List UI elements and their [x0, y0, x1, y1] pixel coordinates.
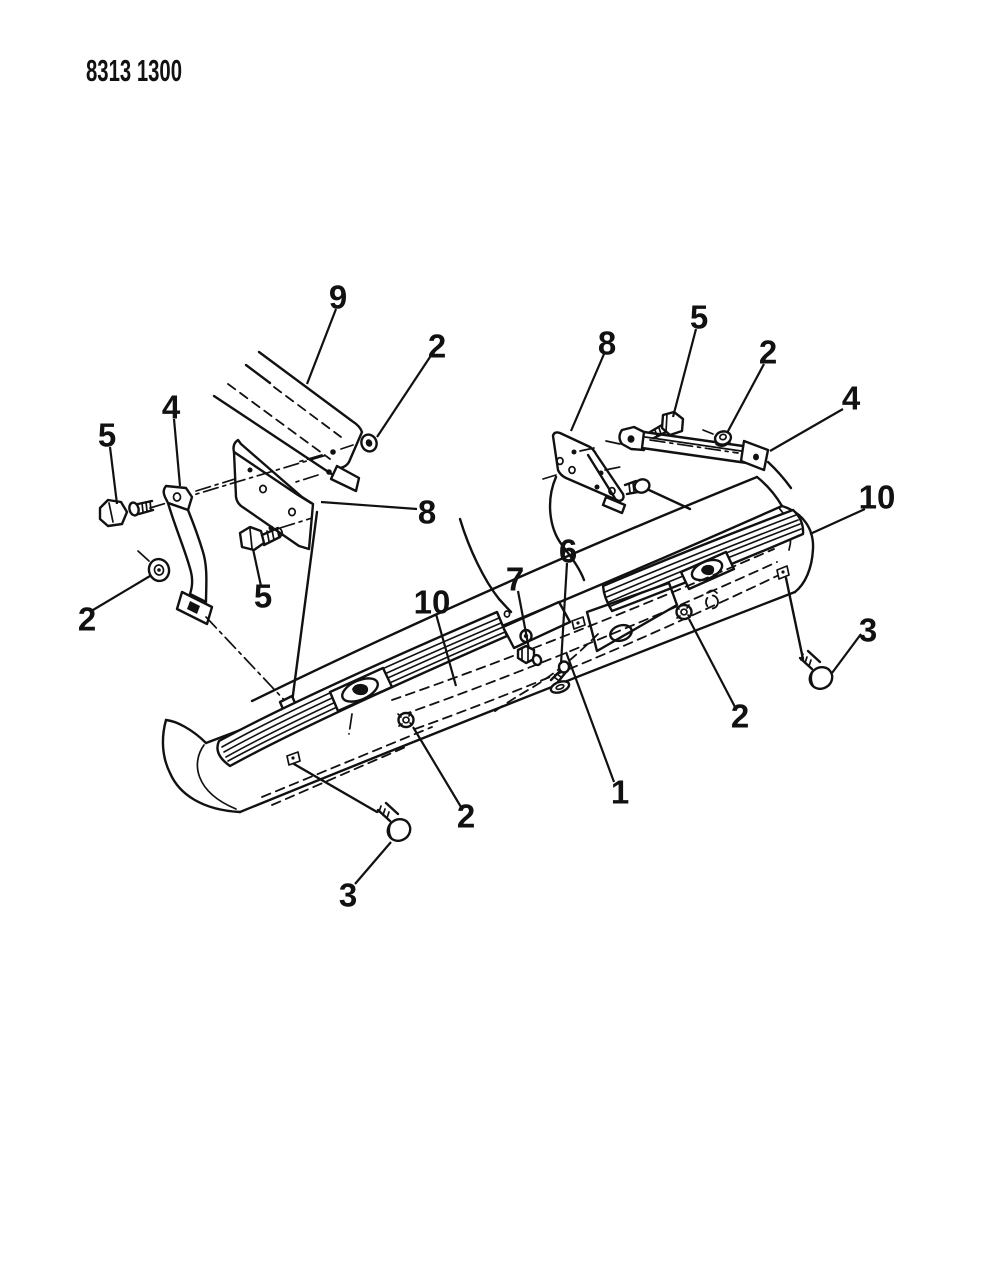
- callout-leader-line: [320, 500, 418, 511]
- carriage-bolt-right: [784, 576, 834, 691]
- callout-number: 5: [98, 417, 116, 454]
- callout-number: 4: [842, 380, 861, 417]
- bumper-face-bar: [161, 475, 815, 814]
- callout-3: 3: [339, 841, 392, 914]
- callout-number: 2: [759, 334, 777, 371]
- callout-leader-line: [412, 726, 462, 808]
- callout-number: 2: [428, 328, 446, 365]
- callout-leader-line: [559, 562, 569, 665]
- carriage-bolt-left: [292, 762, 412, 843]
- callout-number: 6: [559, 533, 577, 570]
- callout-1: 1: [564, 651, 629, 811]
- callout-2: 2: [726, 334, 777, 434]
- nut-face-left: [397, 711, 415, 729]
- callout-leader-line: [516, 590, 531, 650]
- license-lamp-left: [328, 666, 394, 735]
- callout-5: 5: [98, 417, 119, 505]
- callout-number: 2: [731, 698, 749, 735]
- callout-4: 4: [769, 380, 861, 452]
- washer-lower-left: [137, 550, 171, 583]
- callout-10: 10: [414, 584, 458, 687]
- washer-channel: [360, 433, 378, 453]
- callout-10: 10: [809, 479, 896, 536]
- callout-2: 2: [412, 726, 475, 835]
- callout-layer: 9 2 4 5 8 5 2 8 5 2 4 10 3 2 67 10 1 2 3: [78, 279, 896, 914]
- frame-rail-channel: [195, 350, 364, 493]
- right-support-arm: [605, 425, 793, 490]
- callout-leader-line: [376, 356, 431, 438]
- callout-3: 3: [831, 612, 877, 674]
- nut-right-arm: [702, 429, 733, 447]
- callout-9: 9: [305, 279, 347, 385]
- bolt-tab-left: [286, 751, 301, 766]
- callout-number: 3: [339, 877, 357, 914]
- callout-5: 5: [251, 548, 272, 615]
- callout-leader-line: [305, 308, 338, 385]
- callout-2: 2: [78, 575, 151, 638]
- license-screw: [549, 660, 571, 694]
- callout-leader-line: [688, 618, 736, 708]
- callout-number: 10: [414, 584, 451, 621]
- callout-7: 7: [506, 561, 531, 650]
- callout-leader-line: [726, 363, 765, 434]
- callout-4: 4: [162, 389, 182, 487]
- callout-leader-line: [769, 408, 844, 452]
- callout-number: 7: [506, 561, 524, 598]
- callout-number: 4: [162, 389, 181, 426]
- drawing-number: 8313 1300: [86, 53, 182, 88]
- callout-number: 3: [859, 612, 877, 649]
- callout-leader-line: [434, 613, 458, 687]
- callout-number: 2: [457, 798, 475, 835]
- callout-leader-line: [671, 328, 698, 418]
- callout-2: 2: [688, 618, 749, 735]
- callout-number: 2: [78, 601, 96, 638]
- callout-leader-line: [92, 575, 151, 611]
- callout-leader-line: [108, 446, 119, 505]
- callout-number: 8: [418, 494, 436, 531]
- round-head-bolt-right-bracket: [623, 478, 692, 511]
- callout-leader-line: [251, 548, 263, 587]
- callout-leader-line: [172, 418, 182, 487]
- callout-8: 8: [569, 325, 616, 432]
- center-license-mount: [501, 600, 572, 650]
- bolt-tab-right: [776, 565, 790, 580]
- callout-number: 10: [859, 479, 896, 516]
- license-lamp-right: [679, 550, 736, 591]
- callout-6: 6: [559, 533, 577, 665]
- right-mounting-bracket-plate: [542, 431, 627, 515]
- callout-number: 1: [611, 774, 629, 811]
- license-nut: [516, 644, 543, 667]
- callout-8: 8: [320, 494, 436, 531]
- callout-leader-line: [569, 353, 606, 432]
- hex-bolt-upper-left: [98, 498, 155, 528]
- callout-number: 9: [329, 279, 347, 316]
- callout-number: 8: [598, 325, 616, 362]
- callout-leader-line: [831, 633, 862, 674]
- body-context-outline: [458, 475, 586, 614]
- bumper-face-detail: [261, 548, 780, 806]
- callout-leader-line: [354, 841, 392, 885]
- callout-number: 5: [690, 299, 708, 336]
- callout-number: 5: [254, 578, 272, 615]
- callout-2: 2: [376, 328, 446, 438]
- callout-leader-line: [809, 507, 866, 536]
- callout-leader-line: [564, 651, 616, 783]
- callout-5: 5: [671, 299, 708, 418]
- hex-bolt-lower-left: [238, 525, 284, 552]
- nut-face-right: [675, 603, 693, 621]
